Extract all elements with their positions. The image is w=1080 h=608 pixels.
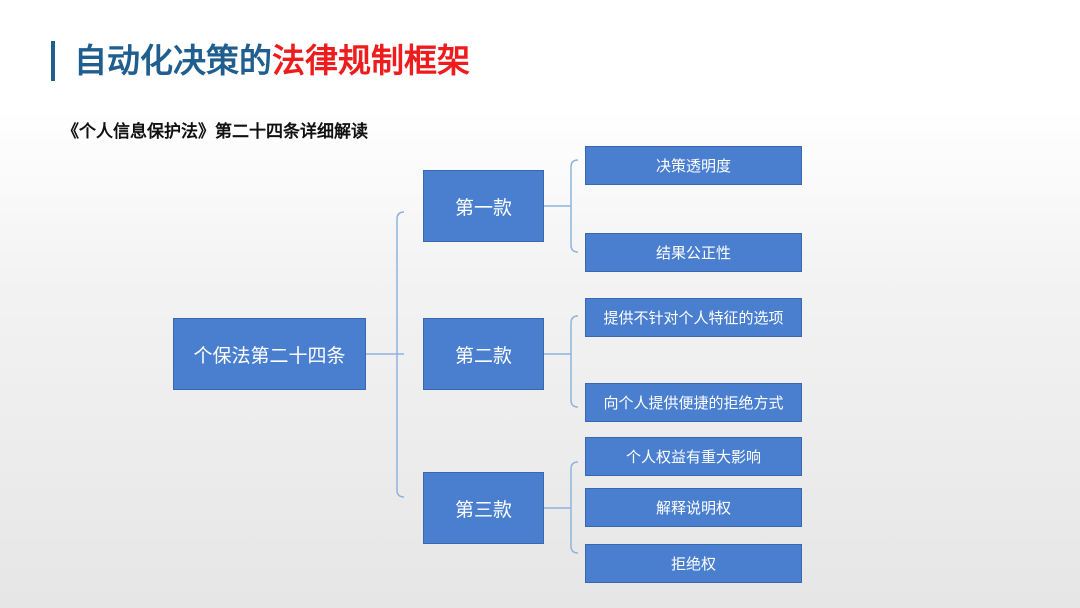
clause1-item-2: 结果公正性	[585, 233, 802, 272]
connector-clause1-bracket	[570, 159, 579, 253]
title-accent-bar	[51, 41, 55, 81]
clause3-item-2: 解释说明权	[585, 488, 802, 527]
clause2-item-2: 向个人提供便捷的拒绝方式	[585, 383, 802, 422]
title-part-accent: 法律规制框架	[272, 41, 470, 80]
clause-node-1: 第一款	[423, 170, 544, 242]
page-title: 自动化决策的法律规制框架	[74, 38, 470, 84]
clause-node-2: 第二款	[423, 318, 544, 390]
page-subtitle: 《个人信息保护法》第二十四条详细解读	[62, 122, 368, 142]
clause3-item-3: 拒绝权	[585, 544, 802, 583]
connector-clause3-bracket	[570, 461, 579, 554]
clause-node-3: 第三款	[423, 472, 544, 544]
title-part-primary: 自动化决策的	[74, 41, 272, 80]
clause3-item-1: 个人权益有重大影响	[585, 437, 802, 476]
clause2-item-1: 提供不针对个人特征的选项	[585, 298, 802, 337]
clause1-item-1: 决策透明度	[585, 146, 802, 185]
connector-root-bracket	[396, 211, 405, 498]
diagram-root-node: 个保法第二十四条	[173, 318, 366, 390]
connector-clause2-bracket	[570, 315, 579, 408]
